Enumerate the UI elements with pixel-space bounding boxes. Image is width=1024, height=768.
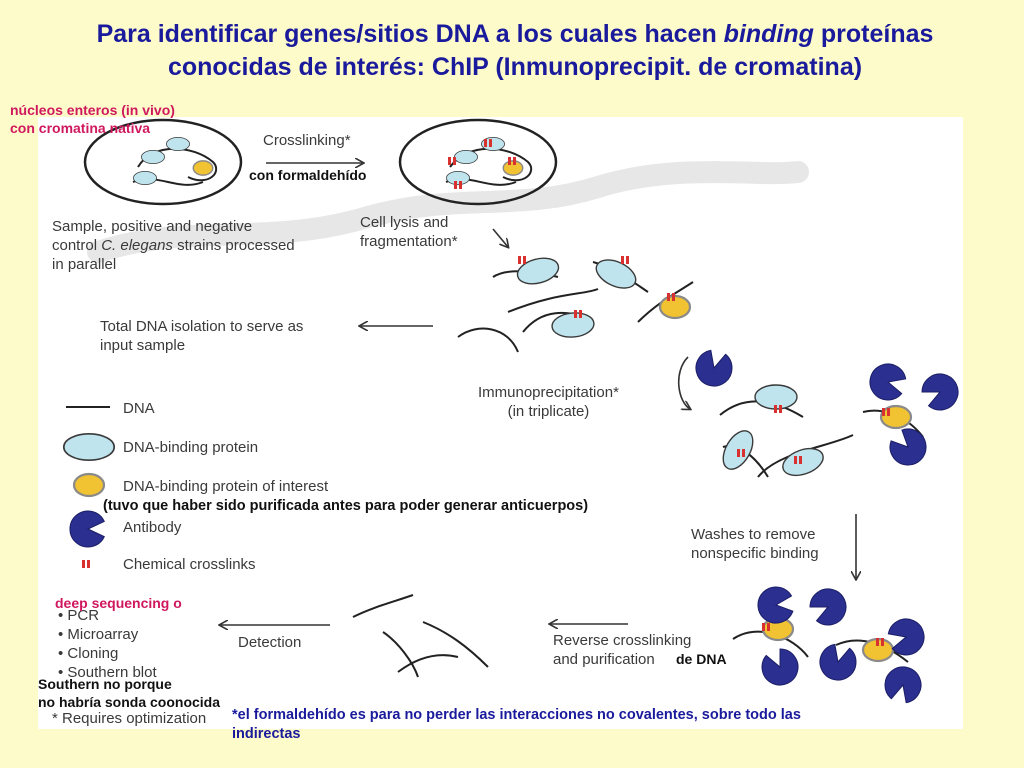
legend-label-antibody: Antibody [123, 519, 182, 536]
label-immunoprecipitation: Immunoprecipitation* (in triplicate) [478, 384, 619, 420]
method-item: Cloning [58, 644, 157, 663]
detection-methods-list: PCR Microarray Cloning Southern blot [58, 606, 157, 682]
legend-label-dna: DNA [123, 400, 155, 417]
method-item: Microarray [58, 625, 157, 644]
nucleus-crosslinked [398, 118, 558, 206]
legend-label-protein-interest: DNA-binding protein of interest [123, 478, 329, 495]
legend-label-crosslinks: Chemical crosslinks [123, 556, 256, 573]
chip-workflow-figure: Crosslinking* Sample, positive and negat… [38, 117, 963, 729]
label-detection: Detection [238, 634, 302, 651]
legend-crosslink-symbol [82, 560, 90, 568]
label-sample: Sample, positive and negative control C.… [52, 218, 295, 273]
note-southern: Southern no porque no habría sonda coono… [38, 676, 221, 710]
ip-mixture [716, 356, 963, 482]
legend-protein-symbol [62, 432, 116, 462]
title-binding-word: binding [723, 20, 814, 48]
label-washes: Washes to remove nonspecific binding [691, 526, 819, 562]
label-reverse-crosslinking: Reverse crosslinking and purification [553, 632, 692, 668]
note-con-formaldehido: con formaldehído [249, 167, 367, 183]
chip-workflow-diagram [62, 118, 963, 711]
note-de-dna: de DNA [676, 651, 727, 667]
method-item: Southern blot [58, 663, 156, 682]
legend-label-protein: DNA-binding protein [123, 439, 259, 456]
nucleus-uncrosslinked [83, 118, 243, 206]
slide-title: Para identificar genes/sitios DNA a los … [60, 18, 970, 84]
lysis-arrow [492, 228, 508, 247]
label-crosslinking: Crosslinking* [263, 132, 351, 149]
legend-poi-symbol [72, 472, 106, 498]
note-purificada: (tuvo que haber sido purificada antes pa… [103, 498, 589, 514]
washed-complexes [732, 579, 932, 711]
worm-background [87, 161, 809, 263]
note-formaldehido-footnote: *el formaldehído es para no perder las i… [232, 707, 801, 742]
note-nucleos-enteros: núcleos enteros (in vivo) con cromatina … [10, 102, 175, 136]
label-total-dna: Total DNA isolation to serve as input sa… [100, 318, 304, 354]
note-deep-sequencing: deep sequencing o [55, 595, 182, 611]
title-part1: Para identificar genes/sitios DNA a los … [96, 20, 724, 48]
purified-dna-fragments [352, 594, 489, 678]
title-part2: proteínas conocidas de interés: ChIP (In… [167, 20, 934, 81]
antibody-icon [688, 342, 740, 394]
label-lysis: Cell lysis and fragmentation* [360, 214, 458, 250]
method-item: PCR [58, 606, 157, 625]
label-footnote: * Requires optimization [52, 710, 207, 727]
legend-symbols [62, 406, 116, 568]
ip-arrow [677, 356, 690, 409]
fragmented-chromatin [457, 253, 694, 353]
